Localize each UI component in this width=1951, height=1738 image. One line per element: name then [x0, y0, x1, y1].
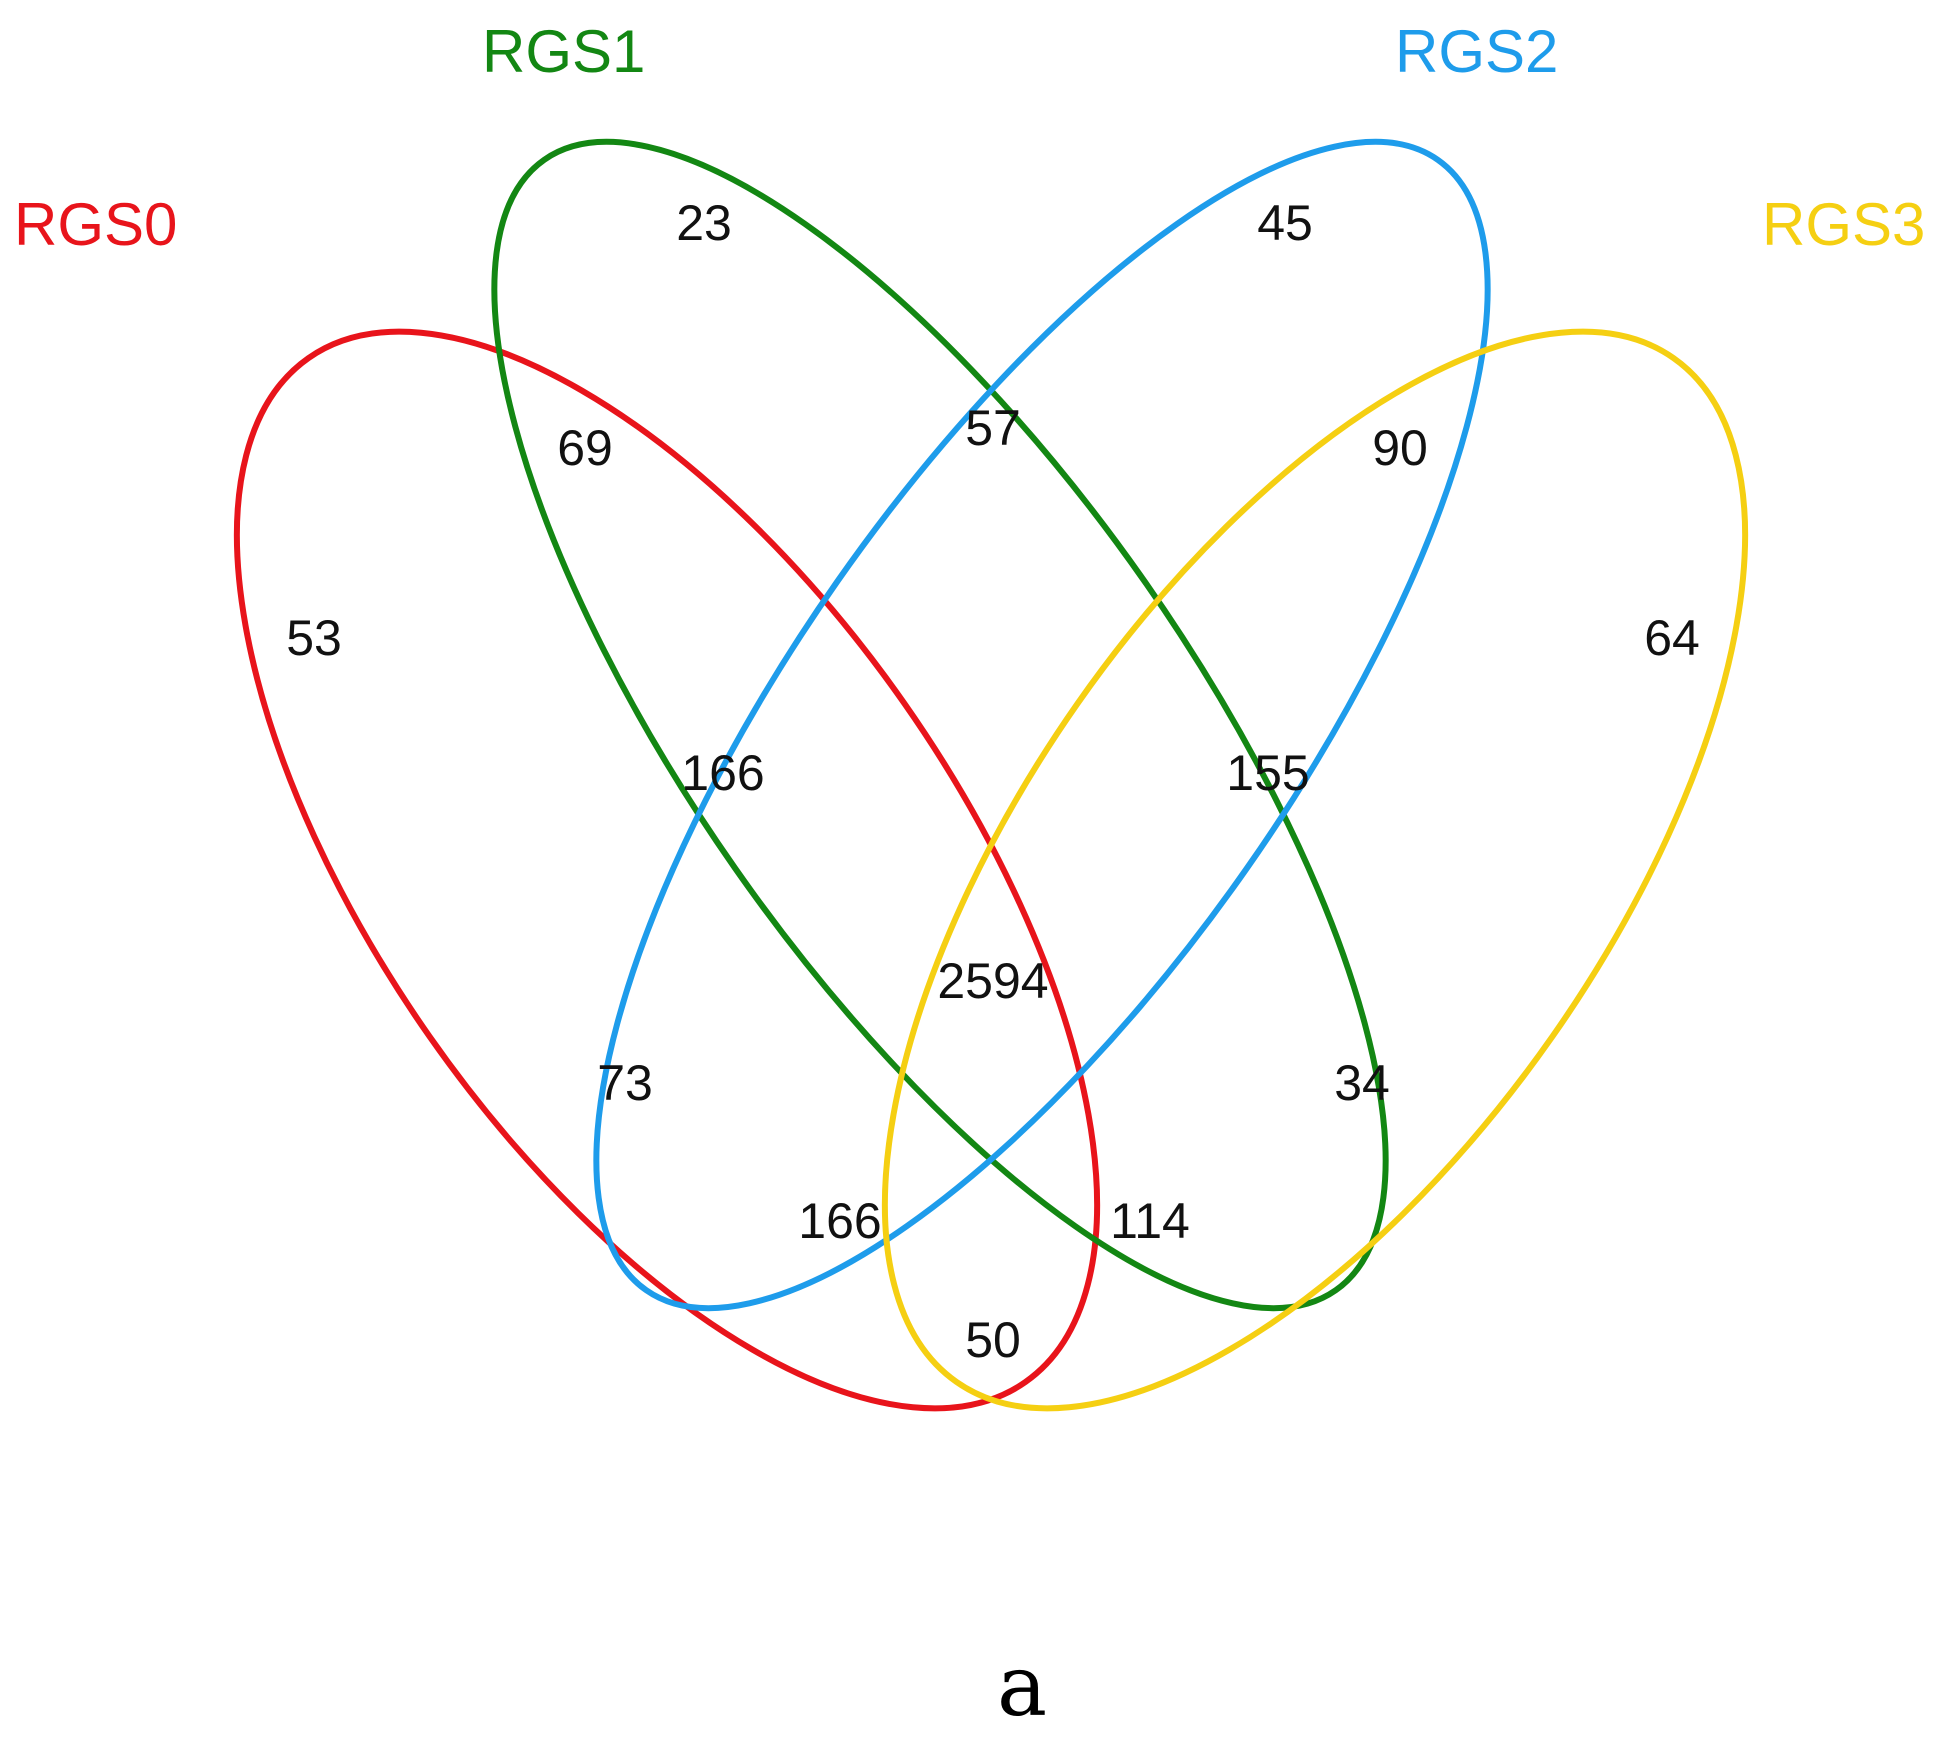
region-count-rgs0-rgs2-rgs3: 166: [798, 1193, 881, 1249]
set-label-rgs3: RGS3: [1762, 191, 1925, 258]
region-count-rgs1-only: 23: [676, 195, 732, 251]
ellipse-rgs3: [881, 328, 1749, 1412]
region-count-rgs2-only: 45: [1257, 195, 1313, 251]
region-count-rgs0-rgs1: 69: [557, 420, 613, 476]
region-count-rgs0-rgs2: 73: [597, 1055, 653, 1111]
set-label-rgs0: RGS0: [14, 191, 177, 258]
set-label-rgs2: RGS2: [1395, 18, 1558, 85]
region-count-rgs0-rgs3: 50: [965, 1312, 1021, 1368]
panel-label: a: [997, 1637, 1047, 1735]
region-count-rgs0-rgs1-rgs3: 114: [1110, 1193, 1190, 1249]
ellipse-rgs1: [491, 138, 1389, 1312]
region-count-rgs3-only: 64: [1644, 610, 1700, 666]
ellipse-rgs0: [233, 328, 1101, 1412]
region-count-rgs2-rgs3: 90: [1372, 420, 1428, 476]
set-label-rgs1: RGS1: [482, 18, 645, 85]
region-count-rgs1-rgs2-rgs3: 155: [1226, 745, 1309, 801]
region-count-rgs1-rgs3: 34: [1334, 1055, 1390, 1111]
region-count-rgs0-rgs1-rgs2: 166: [681, 745, 764, 801]
region-count-all-four: 2594: [937, 953, 1048, 1009]
region-count-rgs1-rgs2: 57: [965, 400, 1021, 456]
ellipse-rgs2: [593, 138, 1491, 1312]
region-count-rgs0-only: 53: [286, 610, 342, 666]
